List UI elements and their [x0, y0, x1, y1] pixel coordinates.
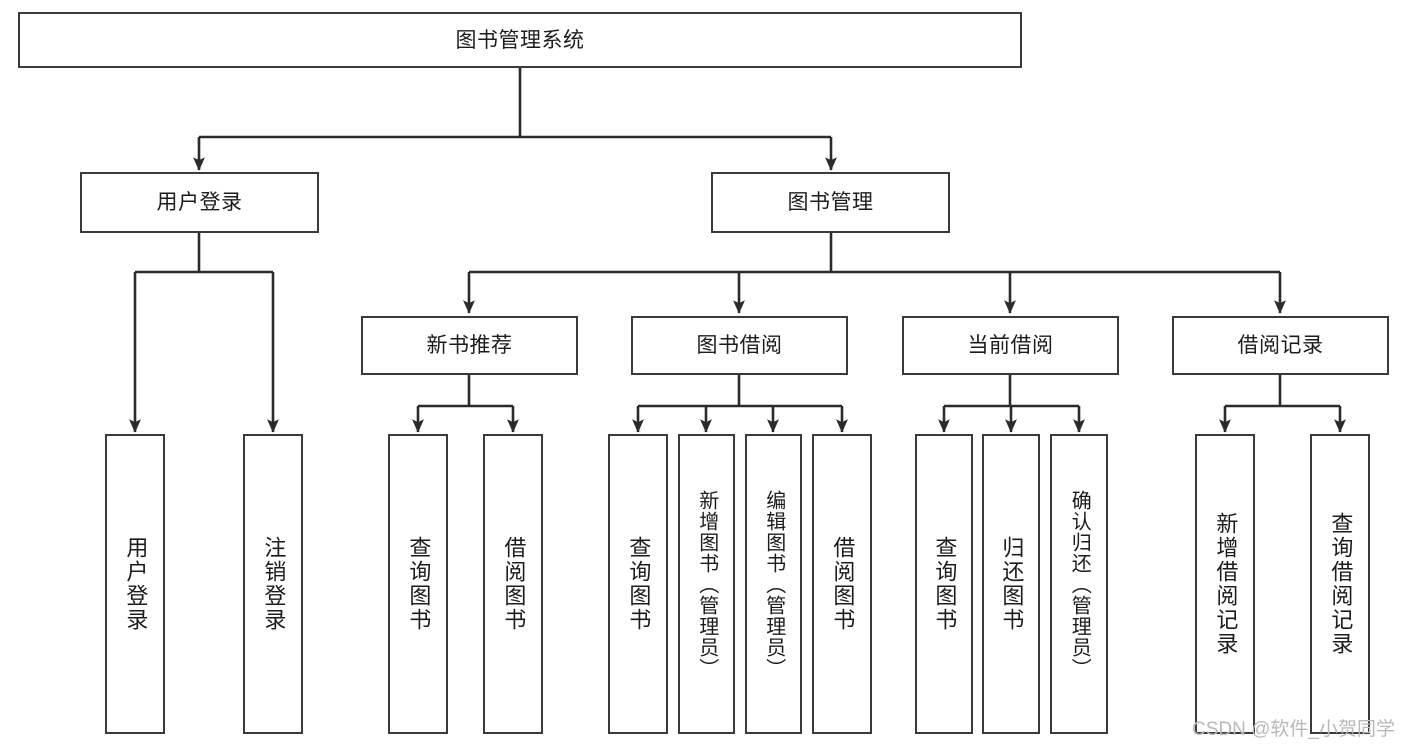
leaf-borrow-book-1-label: 借阅图书: [501, 536, 527, 632]
leaf-borrow-book-1[interactable]: 借阅图书: [483, 434, 543, 734]
leaf-edit-book-label: 编辑图书（管理员）: [762, 489, 785, 679]
leaf-query-book-2-label: 查询图书: [626, 536, 652, 632]
leaf-query-book-3[interactable]: 查询图书: [915, 434, 973, 734]
leaf-logout[interactable]: 注销登录: [243, 434, 303, 734]
node-borrow-record-label: 借阅记录: [1237, 334, 1324, 357]
leaf-query-book-2[interactable]: 查询图书: [608, 434, 668, 734]
leaf-query-book-1-label: 查询图书: [406, 536, 432, 632]
leaf-return-book-label: 归还图书: [999, 536, 1025, 632]
leaf-borrow-book-2-label: 借阅图书: [830, 536, 856, 632]
leaf-query-record[interactable]: 查询借阅记录: [1310, 434, 1370, 734]
node-root[interactable]: 图书管理系统: [18, 12, 1022, 68]
leaf-add-record[interactable]: 新增借阅记录: [1195, 434, 1255, 734]
csdn-watermark: CSDN @软件_小贺同学: [1192, 719, 1395, 740]
leaf-query-book-3-label: 查询图书: [932, 536, 958, 632]
leaf-query-book-1[interactable]: 查询图书: [388, 434, 448, 734]
leaf-query-record-label: 查询借阅记录: [1328, 512, 1354, 656]
node-user-login-label: 用户登录: [156, 191, 243, 214]
node-book-borrow-label: 图书借阅: [696, 334, 783, 357]
leaf-user-login[interactable]: 用户登录: [105, 434, 165, 734]
node-borrow-record[interactable]: 借阅记录: [1172, 316, 1389, 375]
leaf-edit-book[interactable]: 编辑图书（管理员）: [745, 434, 802, 734]
node-current-borrow-label: 当前借阅: [967, 334, 1054, 357]
leaf-return-book[interactable]: 归还图书: [982, 434, 1040, 734]
leaf-add-record-label: 新增借阅记录: [1213, 512, 1239, 656]
leaf-logout-label: 注销登录: [261, 536, 287, 632]
node-book-manage-label: 图书管理: [787, 191, 874, 214]
leaf-add-book-label: 新增图书（管理员）: [695, 489, 718, 679]
leaf-confirm-return-label: 确认归还（管理员）: [1068, 489, 1091, 679]
node-root-label: 图书管理系统: [455, 28, 585, 52]
node-new-book-recommend-label: 新书推荐: [426, 334, 513, 357]
leaf-borrow-book-2[interactable]: 借阅图书: [812, 434, 872, 734]
node-user-login[interactable]: 用户登录: [80, 172, 319, 233]
leaf-confirm-return[interactable]: 确认归还（管理员）: [1050, 434, 1108, 734]
node-book-manage[interactable]: 图书管理: [711, 172, 950, 233]
node-book-borrow[interactable]: 图书借阅: [631, 316, 848, 375]
node-current-borrow[interactable]: 当前借阅: [902, 316, 1119, 375]
node-new-book-recommend[interactable]: 新书推荐: [361, 316, 578, 375]
leaf-add-book[interactable]: 新增图书（管理员）: [678, 434, 735, 734]
leaf-user-login-label: 用户登录: [123, 536, 149, 632]
